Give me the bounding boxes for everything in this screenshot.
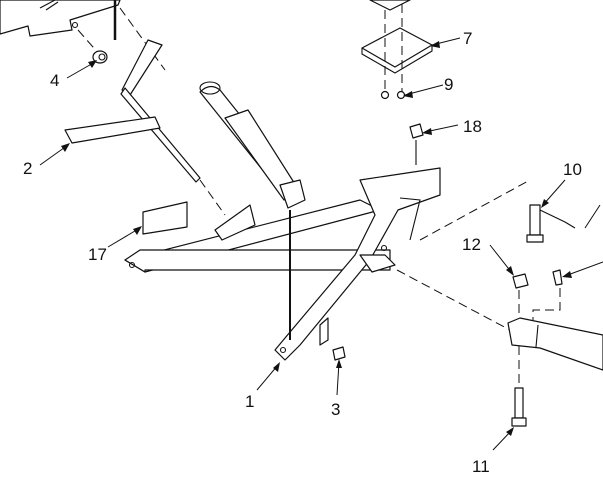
part-10-pin	[526, 204, 576, 243]
part-12-nut	[512, 273, 529, 289]
part-9-nut	[396, 90, 406, 100]
part-7-plate	[361, 0, 433, 92]
part-1-frame	[124, 167, 441, 361]
callout-10: 10	[563, 160, 582, 179]
callout-3: 4	[50, 71, 59, 90]
part-18-castle-nut	[409, 123, 424, 139]
callout-1: 1	[245, 392, 254, 411]
callout-12: 12	[462, 235, 481, 254]
callout-9: 9	[444, 75, 453, 94]
upper-bracket	[0, 0, 121, 40]
part-11-bolt	[511, 387, 527, 427]
part-9-nut	[380, 90, 390, 100]
hydraulic-cylinder	[199, 81, 306, 209]
part-2-pedal-shaft	[64, 39, 226, 216]
callout-11: 11	[472, 457, 490, 476]
part-3-bushing	[92, 50, 108, 64]
part-4-nut	[332, 346, 346, 361]
callout-7: 7	[463, 29, 472, 48]
leader-lines	[39, 37, 603, 451]
callout-4: 3	[331, 400, 340, 419]
cylinder-end	[507, 317, 603, 371]
callout-18: 18	[463, 117, 482, 136]
callout-2: 2	[23, 159, 32, 178]
callout-17: 17	[88, 245, 107, 264]
part-17-decal	[142, 201, 188, 235]
grease-fitting	[552, 269, 563, 286]
